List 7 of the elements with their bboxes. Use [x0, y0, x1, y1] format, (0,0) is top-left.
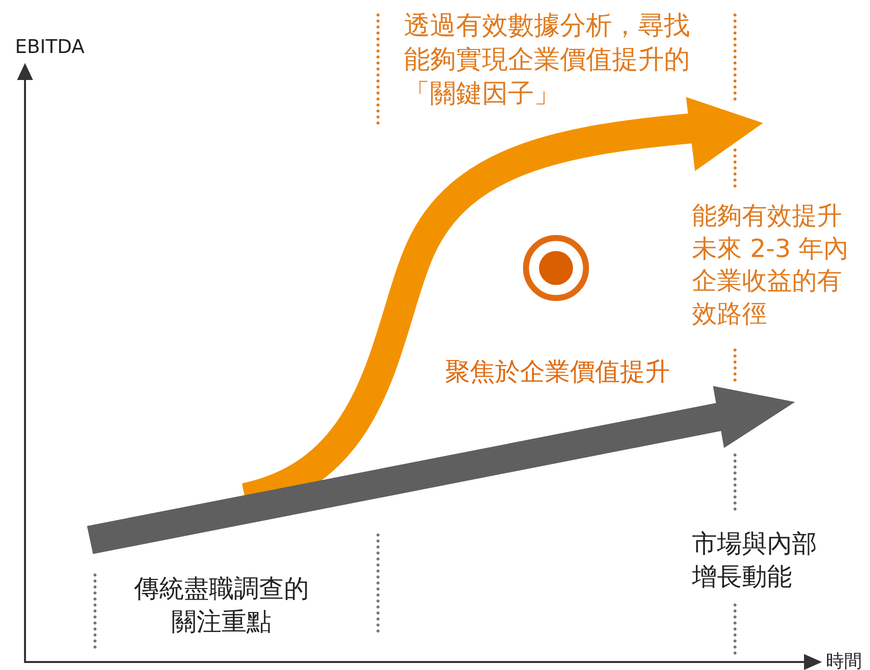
axis-label: EBITDA: [15, 35, 85, 60]
annotation-text: 市場與內部增長動能: [692, 528, 818, 592]
focus-text: 聚焦於企業價值提升: [444, 356, 671, 388]
axis-label: 時間: [826, 650, 862, 670]
annotation-text: 傳統盡職調查的關注重點: [132, 573, 310, 638]
annotation-text: 透過有效數據分析，尋找能夠實現企業價值提升的「關鍵因子」: [404, 10, 691, 111]
annotation-text: 能夠有效提升未來 2-3 年內企業收益的有效路徑: [692, 200, 850, 330]
